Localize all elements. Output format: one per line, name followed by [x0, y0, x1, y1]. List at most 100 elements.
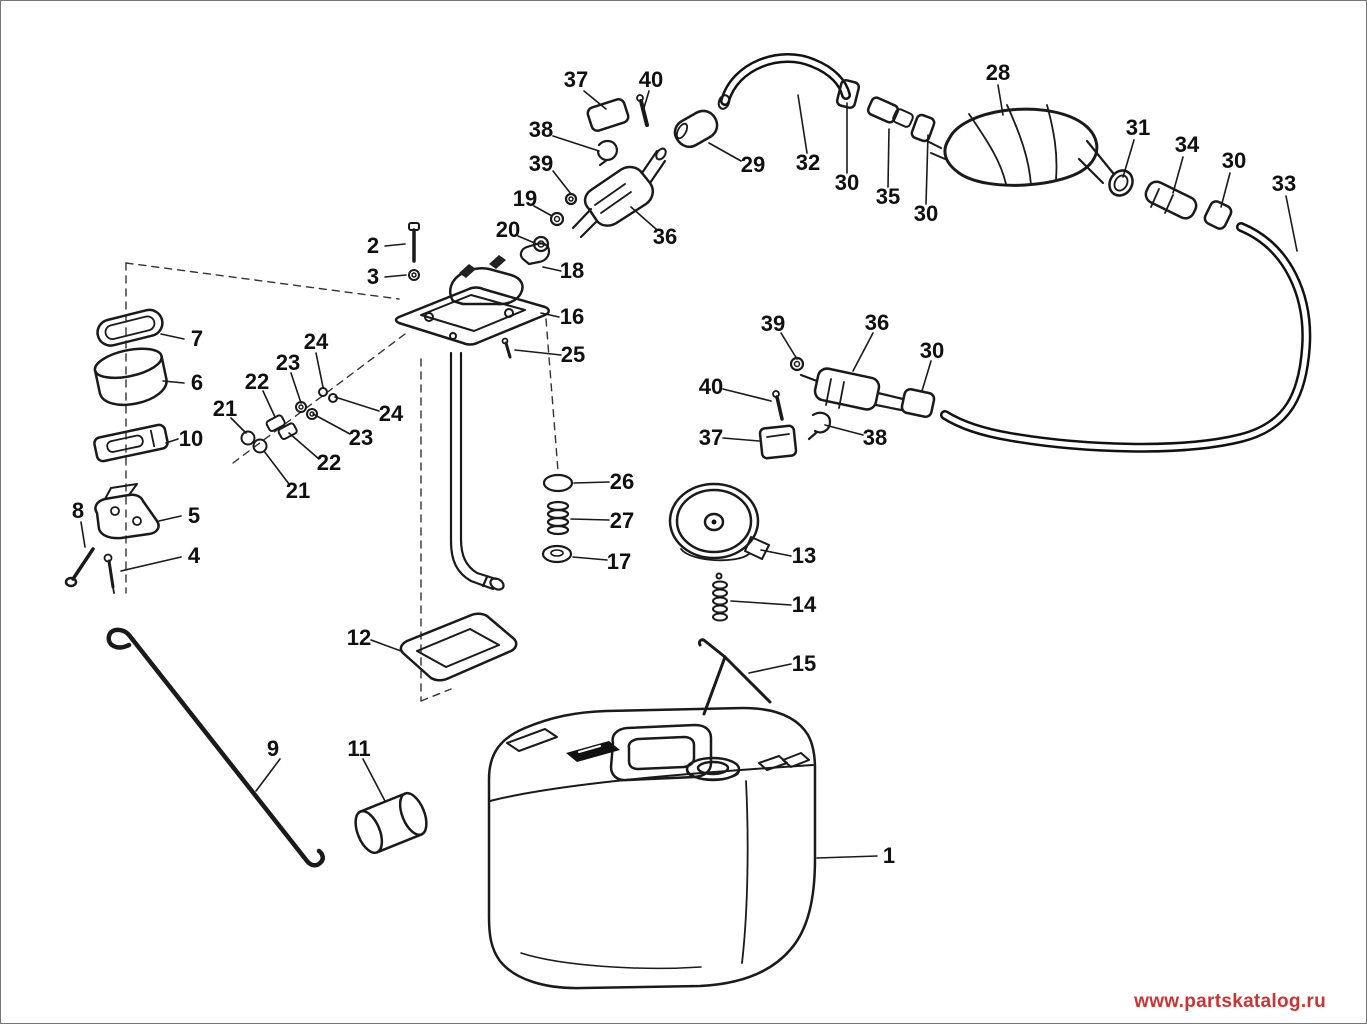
ring-23: [295, 401, 307, 413]
part-number-label: 23: [275, 350, 301, 375]
part-number-label: 21: [212, 396, 238, 421]
part-number-label: 30: [919, 338, 945, 363]
nut-20: [532, 235, 550, 253]
small-hardware-chain: [240, 387, 338, 454]
ring-39: [564, 192, 578, 206]
part-number-label: 20: [495, 217, 521, 242]
connector-cover-37: [586, 98, 630, 132]
tank-gauge-window: [506, 728, 620, 762]
spring-27: [546, 500, 570, 512]
part-number-label: 22: [316, 450, 342, 475]
part-number-label: 39: [528, 151, 554, 176]
part-number-label: 27: [609, 508, 635, 533]
bracket-10: [93, 423, 169, 463]
sleeve-22: [277, 422, 298, 440]
part-number-label: 7: [190, 326, 204, 351]
part-number-label: 36: [864, 310, 890, 335]
part-number-label: 18: [559, 258, 585, 283]
screw-25: [504, 341, 512, 359]
washer: [408, 269, 420, 281]
sleeve-22: [265, 414, 286, 432]
part-number-label: 13: [791, 543, 817, 568]
part-number-label: 40: [698, 374, 724, 399]
hose-connector-30: [1203, 200, 1233, 230]
part-number-label: 29: [740, 152, 766, 177]
part-number-label: 30: [834, 170, 860, 195]
part-number-label: 15: [791, 651, 817, 676]
tank-vent-fitting: [758, 752, 810, 771]
hose-clamp-31: [1108, 169, 1134, 197]
part-number-label: 26: [609, 469, 635, 494]
tank-handle: [609, 723, 713, 782]
ball-24: [318, 387, 328, 397]
part-number-label: 25: [560, 342, 586, 367]
cup-6: [93, 347, 168, 407]
tank-top-plate-assembly: [394, 192, 578, 359]
screw-4: [103, 553, 115, 594]
part-number-label: 8: [71, 498, 85, 523]
part-number-label: 24: [303, 329, 329, 354]
wire-retainer: [698, 638, 772, 716]
tank-connector-assembly: [758, 356, 936, 460]
part-number-label: 40: [638, 67, 664, 92]
callout-leader-lines: [80, 84, 1298, 859]
part-number-label: 38: [528, 117, 554, 142]
screw-8: [64, 547, 95, 588]
clip-38: [596, 139, 618, 167]
part-number-label: 36: [652, 224, 678, 249]
gauge-rod: [106, 627, 325, 868]
part-number-label: 22: [244, 369, 270, 394]
part-number-label: 11: [347, 736, 371, 761]
part-number-label: 17: [606, 549, 632, 574]
part-number-label: 1: [882, 843, 896, 868]
part-number-label: 21: [285, 478, 311, 503]
upper-fuel-connector-assembly: [571, 94, 719, 239]
part-number-label: 35: [875, 184, 901, 209]
part-number-label: 30: [1221, 148, 1247, 173]
watermark-text: www.partskatalog.ru: [1134, 991, 1326, 1012]
part-number-label: 3: [366, 264, 380, 289]
part-number-label: 32: [795, 150, 821, 175]
hose-connector-30: [835, 79, 861, 109]
part-number-label: 16: [559, 304, 585, 329]
part-number-label: 31: [1125, 115, 1151, 140]
part-number-label: 37: [563, 67, 589, 92]
pin-40: [775, 395, 784, 421]
part-number-label: 39: [760, 311, 786, 336]
hose-sleeve-29: [673, 109, 719, 148]
part-number-label: 10: [178, 426, 204, 451]
fuel-pickup-tube: [449, 351, 505, 591]
part-number-label: 33: [1271, 171, 1297, 196]
elbow-fitting-18: [519, 242, 551, 266]
pin-40: [639, 99, 649, 127]
hose-33: [940, 222, 1312, 453]
ring-39: [789, 356, 805, 372]
filler-cap: [668, 482, 770, 562]
part-number-label: 5: [187, 503, 201, 528]
ring-19: [549, 211, 565, 227]
fuel-tank: [487, 706, 817, 990]
check-valve-35: [866, 96, 900, 124]
elbow-fitting: [459, 264, 476, 278]
part-number-label: 14: [791, 592, 817, 617]
part-number-label: 30: [913, 201, 939, 226]
primer-bulb: [926, 104, 1115, 187]
part-number-label: 19: [512, 186, 538, 211]
roller-11: [354, 791, 428, 855]
bracket-5: [94, 483, 160, 540]
grommet-17: [541, 544, 573, 564]
part-number-label: 2: [366, 233, 380, 258]
hose-connector-30: [900, 388, 936, 418]
part-number-label: 37: [698, 425, 724, 450]
cap-26: [542, 473, 574, 493]
left-bracket-parts: [64, 308, 169, 594]
elbow-fitting: [489, 255, 506, 269]
part-number-label: 4: [187, 543, 201, 568]
hose-connector-30: [910, 113, 936, 143]
connector-cover-37: [758, 424, 798, 460]
ring-23: [306, 408, 318, 420]
part-number-label: 28: [985, 60, 1011, 85]
hose-32: [720, 53, 851, 106]
